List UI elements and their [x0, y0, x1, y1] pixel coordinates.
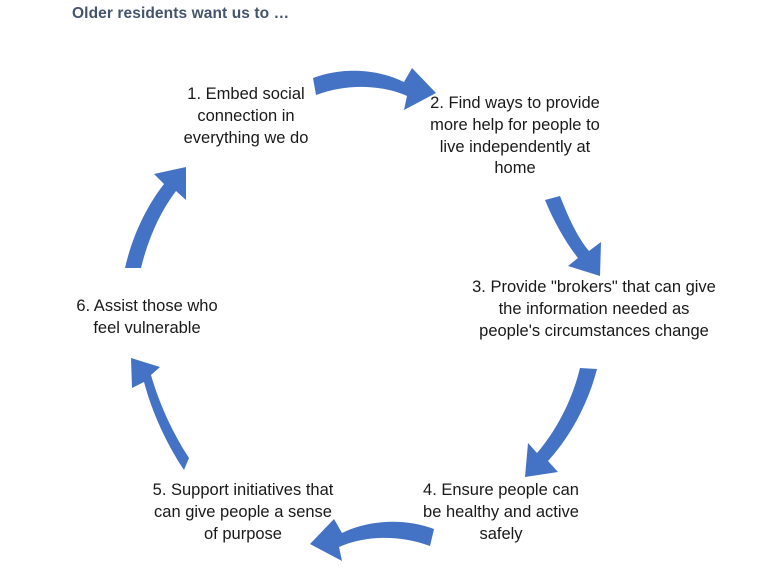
cycle-step-1: 1. Embed social connection in everything…	[183, 85, 309, 147]
page-title: Older residents want us to …	[72, 5, 290, 22]
arrow-6-to-1-icon	[125, 167, 186, 268]
cycle-step-3: 3. Provide "brokers" that can give the i…	[472, 278, 716, 340]
cycle-step-4: 4. Ensure people can be healthy and acti…	[423, 481, 579, 543]
cycle-step-5: 5. Support initiatives that can give peo…	[152, 481, 334, 543]
arrow-2-to-3-icon	[545, 196, 601, 276]
arrow-3-to-4-icon	[525, 368, 597, 477]
cycle-step-6: 6. Assist those who feel vulnerable	[76, 297, 218, 337]
arrow-5-to-6-icon	[131, 358, 189, 470]
cycle-step-2: 2. Find ways to provide more help for pe…	[430, 94, 600, 178]
